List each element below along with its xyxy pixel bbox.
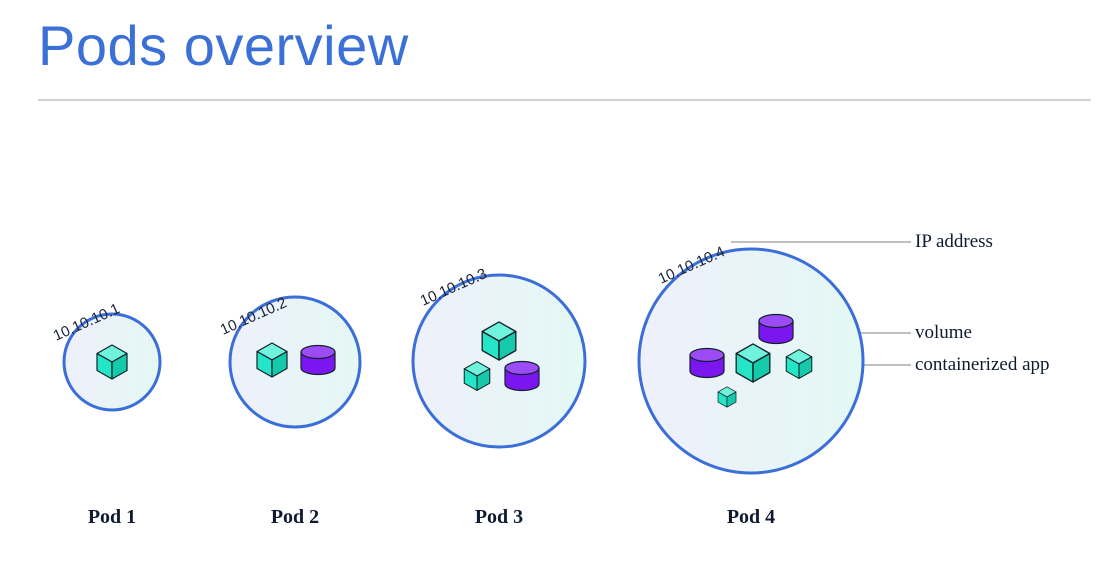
legend-volume: volume: [915, 322, 972, 343]
pod-label: Pod 3: [475, 506, 523, 528]
pod-circle: [228, 295, 362, 429]
pod-3: 10.10.10.3 Pod 3: [411, 265, 587, 528]
legend-ip-address: IP address: [915, 231, 993, 252]
page-title: Pods overview: [38, 14, 409, 77]
volume-icon: [758, 313, 794, 345]
legend-containerized-app: containerized app: [915, 354, 1050, 375]
volume-icon: [300, 344, 336, 376]
pod-1: 10.10.10.1 Pod 1: [51, 300, 162, 528]
pod-4: 10.10.10.4 Pod 4: [637, 243, 865, 528]
pod-label: Pod 2: [271, 506, 319, 528]
pod-label: Pod 1: [88, 506, 136, 528]
volume-icon: [689, 347, 725, 379]
volume-icon: [504, 360, 540, 392]
pod-2: 10.10.10.2 Pod 2: [218, 294, 362, 528]
pod-label: Pod 4: [727, 506, 775, 528]
title-divider: [38, 99, 1091, 101]
pod-circle: [411, 273, 587, 449]
